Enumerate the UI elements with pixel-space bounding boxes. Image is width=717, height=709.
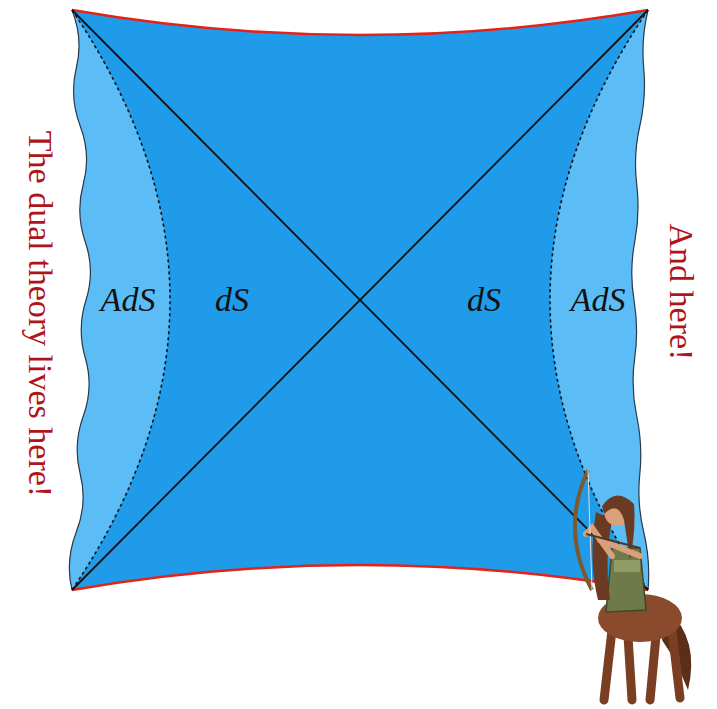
ads-boundary <box>632 10 649 590</box>
region-label: dS <box>467 283 501 317</box>
annotation: And here! <box>664 224 698 361</box>
horizon-line <box>72 10 648 590</box>
ds-region <box>69 10 648 590</box>
domain-wall <box>72 10 170 590</box>
region-label: AdS <box>571 283 626 317</box>
horizon-line <box>72 10 648 590</box>
region-label: AdS <box>101 283 156 317</box>
ads-region <box>550 10 649 590</box>
domain-wall <box>550 10 648 590</box>
annotation: The dual theory lives here! <box>23 131 57 497</box>
future-boundary <box>72 10 648 35</box>
centaur-illustration <box>575 470 691 700</box>
ads-boundary <box>69 10 90 590</box>
region-label: dS <box>215 283 249 317</box>
ads-region <box>69 10 170 590</box>
past-boundary <box>72 565 648 590</box>
